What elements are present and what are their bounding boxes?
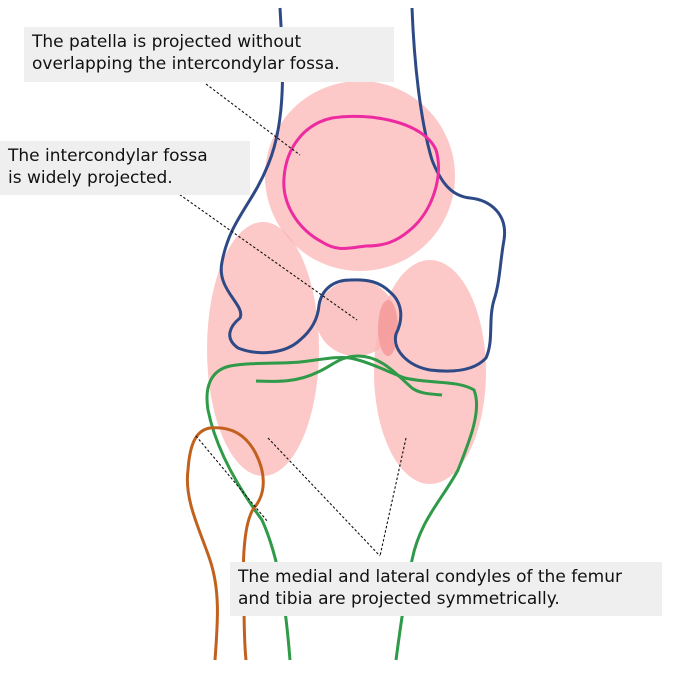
- patella-outline: [282, 114, 440, 250]
- condyles-callout-line-2: and tibia are projected symmetrically.: [238, 589, 560, 609]
- fossa-callout-line-2: is widely projected.: [8, 168, 173, 188]
- patella-callout-line-2: overlapping the intercondylar fossa.: [32, 54, 340, 74]
- fossa-callout: The intercondylar fossa is widely projec…: [0, 141, 250, 195]
- highlight-regions: [207, 81, 486, 484]
- patella-leader-line: [205, 83, 301, 156]
- condyles-callout-line-1: The medial and lateral condyles of the f…: [238, 567, 622, 587]
- patella-callout: The patella is projected without overlap…: [24, 27, 394, 82]
- condyles-leader-line-lateral: [379, 437, 407, 557]
- condyles-leader-line-tibia: [195, 435, 269, 523]
- condyle-overlap-highlight: [378, 300, 398, 356]
- fossa-callout-line-1: The intercondylar fossa: [8, 146, 208, 166]
- intercondylar-fossa-highlight: [316, 280, 396, 356]
- fossa-leader-line: [175, 191, 358, 321]
- patella-highlight: [265, 81, 455, 271]
- condyles-leader-line-medial: [267, 437, 381, 557]
- condyles-callout: The medial and lateral condyles of the f…: [230, 562, 662, 616]
- leader-lines: [175, 83, 407, 557]
- medial-condyle-highlight: [207, 222, 319, 476]
- patella-callout-line-1: The patella is projected without: [32, 32, 302, 52]
- tibial-plateau-line: [255, 354, 443, 397]
- femur-outline: [219, 7, 507, 373]
